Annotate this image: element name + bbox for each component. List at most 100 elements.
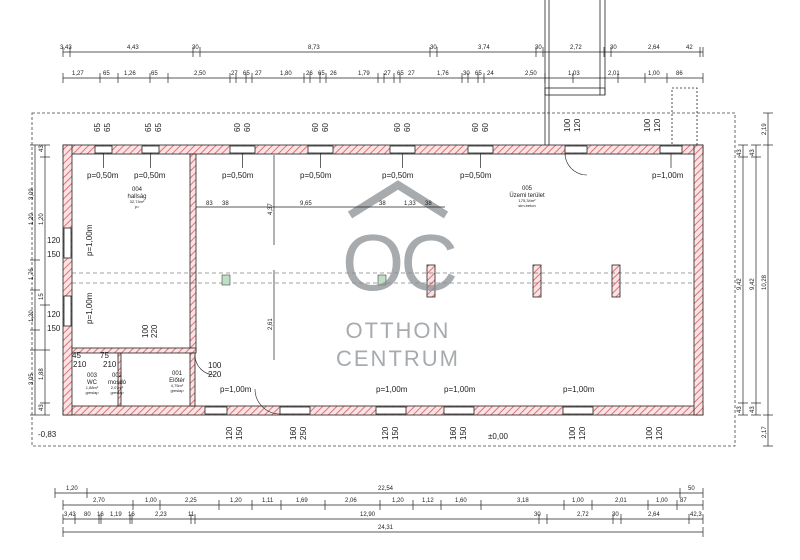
dimension-label: 27 xyxy=(384,71,391,77)
dimension-label: 16 xyxy=(97,512,104,518)
otthon-centrum-logo: OC OTTHON CENTRUM xyxy=(336,180,459,371)
svg-text:greslap: greslap xyxy=(110,390,124,395)
svg-text:004: 004 xyxy=(132,187,143,193)
dimension-label: 1,27 xyxy=(72,71,84,77)
window xyxy=(229,145,256,154)
opening-label: 60 xyxy=(403,123,412,132)
dimension-label: 27 xyxy=(255,71,262,77)
window-label: p=0,50m xyxy=(460,171,492,180)
dimension-label: 38 xyxy=(425,201,432,207)
window xyxy=(562,406,594,415)
window xyxy=(94,145,113,154)
door-opening xyxy=(564,145,588,154)
dimension-lines xyxy=(30,47,773,537)
dimension-label: 1,76 xyxy=(437,71,449,77)
room-001: 001 Előtér 4,75m² greslap xyxy=(169,371,185,393)
dimension-label: 2,64 xyxy=(648,512,660,518)
dimension-label: 1,26 xyxy=(124,71,136,77)
svg-text:001: 001 xyxy=(172,371,183,377)
dimension-label: 30 xyxy=(192,45,199,51)
dimension-label: 65 xyxy=(243,71,250,77)
dimension-label: 42,3 xyxy=(690,512,702,518)
dimension-label: 8,73 xyxy=(308,45,320,51)
window-label: p=0,50m xyxy=(134,171,166,180)
dimension-label: 12,90 xyxy=(360,512,376,518)
opening-label: 210 xyxy=(73,360,87,369)
opening-label: 160 xyxy=(289,426,298,440)
dimension-label: 43 xyxy=(750,149,756,156)
dimension-label: 2,50 xyxy=(194,71,206,77)
window-label: p=0,50m xyxy=(222,171,254,180)
dimension-label: 87 xyxy=(680,498,687,504)
dimension-label: 4,43 xyxy=(127,45,139,51)
dimension-label: 3,43 xyxy=(64,512,76,518)
dimension-label: 1,00 xyxy=(648,71,660,77)
dimension-label: 24,31 xyxy=(378,525,394,531)
window xyxy=(204,406,228,415)
opening-label: 65 xyxy=(93,123,102,132)
window xyxy=(63,295,72,327)
svg-text:003: 003 xyxy=(87,373,98,379)
opening-label: 210 xyxy=(103,360,117,369)
dimension-label: 1,20 xyxy=(392,498,404,504)
dimension-label: 1,00 xyxy=(572,498,584,504)
dimension-label: 1,69 xyxy=(296,498,308,504)
svg-text:Üzemi terület: Üzemi terület xyxy=(509,192,545,199)
opening-label: 150 xyxy=(459,426,468,440)
svg-text:002: 002 xyxy=(112,373,123,379)
dimension-label: 2,72 xyxy=(570,45,582,51)
outside-level: -0,83 xyxy=(38,430,57,439)
dimension-label: 50 xyxy=(688,486,695,492)
opening-label: 45 xyxy=(72,351,81,360)
window xyxy=(389,145,416,154)
dimension-label: 1,12 xyxy=(422,498,434,504)
window-label: p=1,00m xyxy=(85,224,94,256)
dimension-label: 1,20 xyxy=(230,498,242,504)
window xyxy=(467,145,494,154)
dimension-label: 1,88 xyxy=(39,368,45,380)
dimension-label: 86 xyxy=(676,71,683,77)
window xyxy=(659,145,683,154)
dimension-label: 1,20 xyxy=(29,213,35,225)
dimension-label: 2,72 xyxy=(577,512,589,518)
opening-label: 60 xyxy=(321,123,330,132)
window xyxy=(307,145,334,154)
opening-label: 120 xyxy=(655,426,664,440)
opening-label: 60 xyxy=(481,123,490,132)
svg-text:OTTHON: OTTHON xyxy=(346,318,451,343)
dimension-label: 65 xyxy=(318,71,325,77)
window-label: p=0,50m xyxy=(300,171,332,180)
window xyxy=(375,406,407,415)
svg-text:greslap: greslap xyxy=(170,388,184,393)
dimension-label: 2,19 xyxy=(762,123,768,135)
svg-text:175,34m²: 175,34m² xyxy=(519,198,537,203)
door-swing xyxy=(254,388,281,415)
door-swing xyxy=(564,152,588,176)
svg-text:p=: p= xyxy=(135,204,140,209)
dimension-label: 1,20 xyxy=(29,310,35,322)
dimension-label: 2,64 xyxy=(648,45,660,51)
dimension-label: 3,09 xyxy=(29,188,35,200)
opening-label: 60 xyxy=(471,123,480,132)
opening-label: 100 xyxy=(568,426,577,440)
top-structure xyxy=(544,0,698,146)
opening-label: 150 xyxy=(235,426,244,440)
opening-label: 60 xyxy=(243,123,252,132)
opening-label: 120 xyxy=(381,426,390,440)
opening-label: 75 xyxy=(100,351,109,360)
dimension-label: 3,74 xyxy=(478,45,490,51)
svg-text:OC: OC xyxy=(342,218,455,307)
dimension-label: 1,00 xyxy=(145,498,157,504)
dimension-label: 38 xyxy=(379,201,386,207)
opening-label: 60 xyxy=(233,123,242,132)
dimension-label: 30 xyxy=(463,71,470,77)
window-label: p=1,00m xyxy=(85,292,94,324)
columns xyxy=(221,274,387,286)
svg-text:WC: WC xyxy=(87,380,98,386)
opening-label: 60 xyxy=(311,123,320,132)
dimension-label: 27 xyxy=(408,71,415,77)
dimension-label: 42 xyxy=(686,45,693,51)
opening-label: 65 xyxy=(144,123,153,132)
dimension-label: 83 xyxy=(206,201,213,207)
